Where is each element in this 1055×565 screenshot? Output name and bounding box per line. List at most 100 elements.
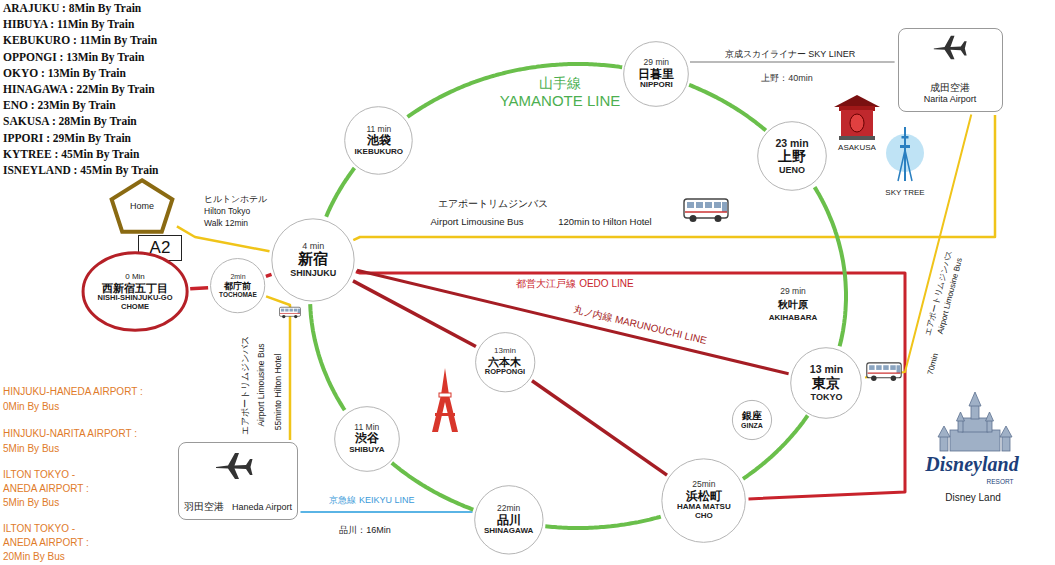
- station-text: 成田空港: [930, 83, 970, 94]
- map-label: RESORT: [986, 478, 1015, 485]
- map-label: 0Min By Bus: [2, 401, 60, 413]
- station-circle: 23 min上野UENO: [757, 121, 827, 191]
- station-text: Narita Airport: [924, 94, 977, 104]
- station-text: 23 min: [775, 138, 808, 150]
- map-label: ヒルトンホテル: [203, 195, 268, 205]
- map-label: KEBUKURO : 11Min By Train: [2, 34, 158, 47]
- route-line: [266, 274, 272, 276]
- station-circle-outline: [662, 459, 745, 542]
- route-line: [356, 272, 905, 499]
- station-circle: 22min品川SHINAGAWA: [474, 485, 544, 555]
- airport-box: 成田空港Narita Airport: [898, 28, 1003, 112]
- map-label: 品川：16Min: [338, 525, 392, 535]
- airport-box: 羽田空港Haneda Airport: [178, 442, 298, 520]
- castle-logo: [938, 426, 950, 437]
- bus-icon: [684, 199, 728, 222]
- map-label: SKY TREE: [884, 188, 925, 197]
- station-text: GINZA: [741, 422, 763, 430]
- station-circle-outline: [334, 406, 399, 471]
- tokyo-tower: [439, 393, 451, 397]
- station-circle: 11 Min渋谷SHIBUYA: [334, 406, 400, 472]
- plane-icon: [216, 453, 253, 479]
- route-line: [266, 296, 290, 440]
- map-label: Hilton Tokyo: [203, 207, 251, 217]
- station-text: 西新宿五丁目: [102, 282, 168, 294]
- station-text: 0 Min: [125, 273, 145, 282]
- station-circle: 銀座GINZA: [732, 400, 772, 440]
- map-label: ANEDA AIRPORT :: [2, 537, 90, 549]
- map-label: エアポートリムジンバス: [437, 199, 549, 210]
- station-text: 銀座: [742, 410, 762, 421]
- castle-logo: [986, 412, 994, 421]
- map-label: 5Min By Bus: [2, 443, 60, 455]
- station-circle-outline: [475, 332, 534, 391]
- map-label: 上野：40min: [760, 73, 814, 83]
- bus-icon: [867, 363, 901, 381]
- home-marker: Home: [109, 178, 175, 234]
- tokyo-tower: [435, 413, 455, 416]
- station-text: SHINJUKU: [290, 268, 336, 278]
- yamanote-line: [545, 517, 661, 528]
- yamanote-line: [815, 187, 846, 346]
- castle-logo: [969, 392, 981, 406]
- yamanote-line: [689, 85, 766, 131]
- route-line: [690, 61, 895, 62]
- route-line: [190, 288, 208, 289]
- station-circle: 2min都庁前TOCHOMAE: [210, 258, 265, 313]
- line-label: 都営大江戸線 OEDO LINE: [515, 278, 634, 290]
- station-text: UENO: [779, 165, 805, 175]
- map-label: OKYO : 13Min By Train: [2, 67, 127, 80]
- castle-logo: [1000, 426, 1012, 437]
- map-label: YAMANOTE LINE: [499, 92, 622, 109]
- station-text: NIPPORI: [640, 81, 673, 90]
- station-text: 羽田空港: [184, 501, 224, 512]
- home-station-outline: [83, 253, 187, 331]
- map-label: ARAJUKU : 8Min By Train: [2, 2, 142, 15]
- station-circle: 4 min新宿SHINJUKU: [271, 218, 355, 302]
- route-line: [353, 115, 995, 240]
- map-label: Airport Limousine Bus: [257, 342, 267, 427]
- station-text: 渋谷: [355, 432, 379, 445]
- map-label: エアポートリムジンバス: [241, 335, 251, 436]
- station-text: 品川: [497, 514, 521, 527]
- yamanote-line: [408, 64, 623, 117]
- line-label: 120min to Hilton Hotel: [557, 217, 652, 228]
- castle-logo: [938, 392, 1012, 451]
- station-circle-outline: [732, 400, 771, 439]
- station-circle: 29 min日暮里NIPPORI: [623, 41, 689, 107]
- map-label: 20Min By Bus: [2, 551, 66, 563]
- plane-icon: [934, 36, 967, 59]
- map-label: ASAKUSA: [837, 143, 877, 152]
- station-circle-outline: [272, 219, 354, 301]
- castle-logo: [962, 418, 988, 432]
- yamanote-line: [326, 168, 354, 217]
- asakusa-gate: [834, 95, 880, 107]
- home-station: 0 Min西新宿五丁目NISHI-SHINJUKU-GO CHOME: [82, 252, 188, 331]
- station-text: 4 min: [302, 241, 324, 251]
- skytree-icon: [898, 150, 912, 181]
- station-text: 上野: [778, 149, 806, 165]
- map-label: 5Min By Bus: [2, 497, 60, 509]
- map-label: ILTON TOKYO -: [2, 523, 76, 535]
- asakusa-gate: [850, 114, 864, 132]
- asakusa-gate: [841, 110, 873, 137]
- station-text: 13min: [494, 347, 516, 356]
- map-label: Disney Land: [944, 492, 1002, 504]
- station-text: Home: [130, 201, 154, 211]
- tokyo-tower: [432, 368, 458, 432]
- station-text: NISHI-SHINJUKU-GO CHOME: [97, 294, 173, 311]
- map-label: HINJUKU-NARITA AIRPORT :: [2, 428, 138, 440]
- line-label: 55minto Hilton Hotel: [274, 353, 284, 432]
- station-text: TOCHOMAE: [219, 291, 257, 298]
- map-label: ANEDA AIRPORT :: [2, 483, 90, 495]
- station-text: 新宿: [298, 251, 328, 268]
- station-circle-outline: [758, 122, 827, 191]
- station-text: 都庁前: [224, 281, 251, 291]
- home-marker-outline: [112, 180, 173, 232]
- map-label: Airport Limousine Bus: [430, 217, 525, 228]
- station-circle: 13min六本木ROPPONGI: [475, 332, 535, 392]
- station-text: 13 min: [810, 364, 843, 376]
- map-label: HINJUKU-HANEDA AIRPORT :: [2, 386, 144, 398]
- station-text: 25min: [692, 480, 715, 490]
- castle-logo: [940, 436, 948, 451]
